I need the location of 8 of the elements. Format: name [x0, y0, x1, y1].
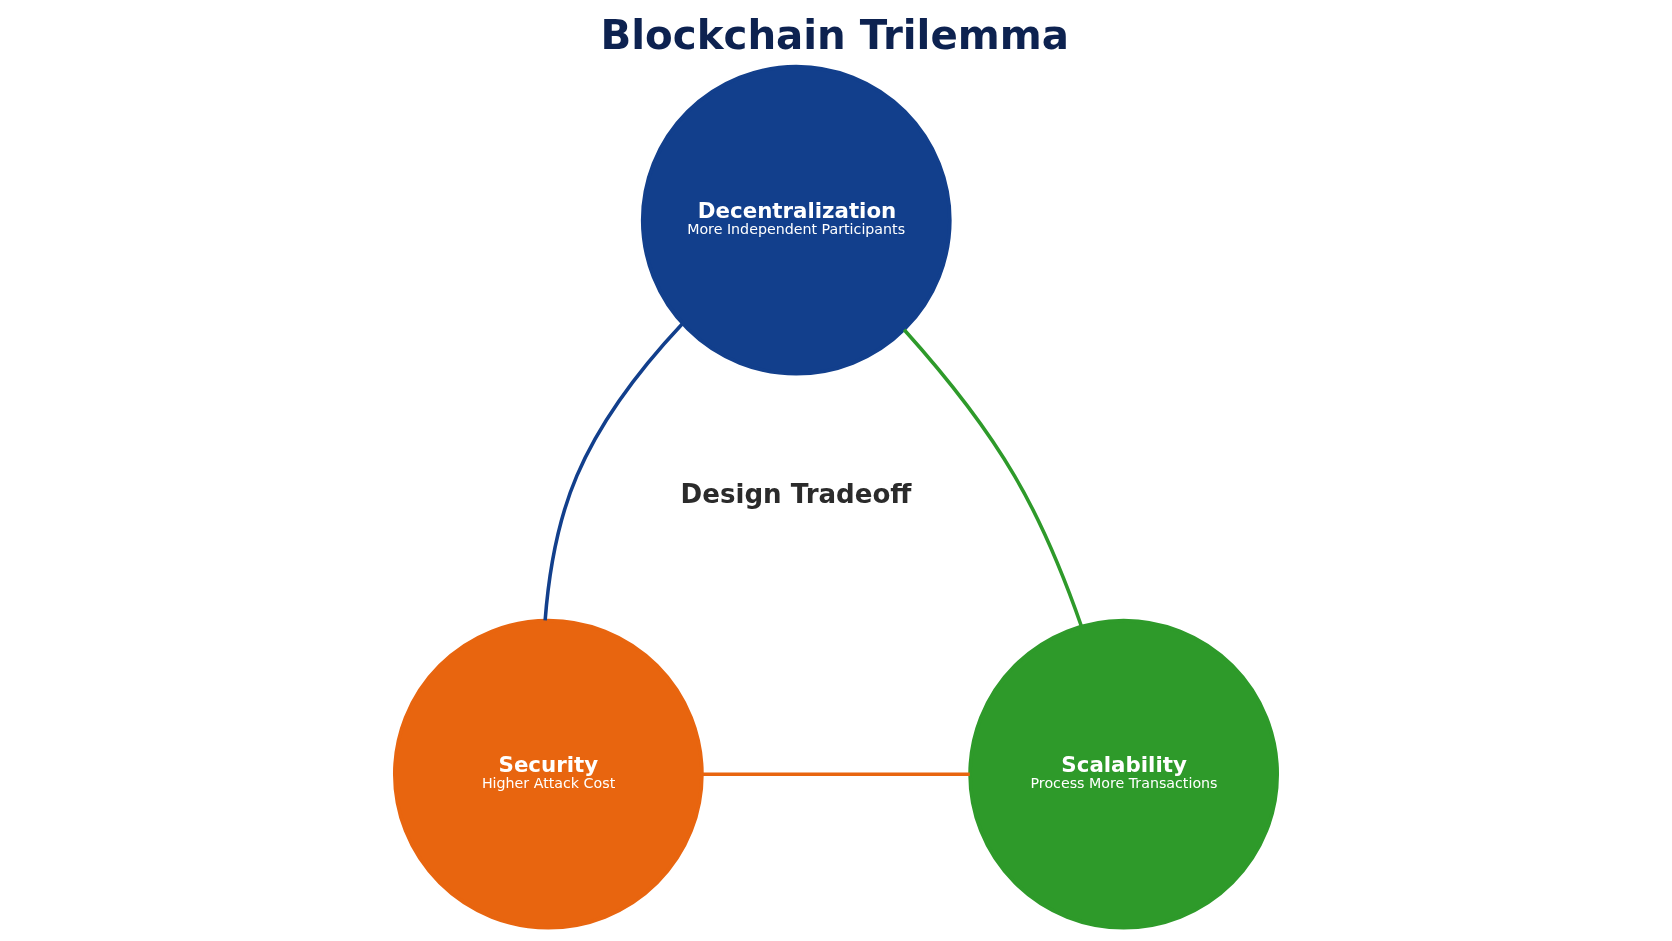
node-circle: Scalability Process More Transactions: [968, 618, 1280, 930]
node-circle: Security Higher Attack Cost: [392, 618, 704, 930]
connector: [902, 328, 1084, 627]
node-circle: Decentralization More Independent Participants: [640, 64, 952, 376]
connector: [702, 772, 970, 776]
connector: [543, 322, 684, 621]
diagram-title: Blockchain Trilemma: [600, 12, 1069, 60]
label: Design Tradeoff: [680, 478, 912, 509]
